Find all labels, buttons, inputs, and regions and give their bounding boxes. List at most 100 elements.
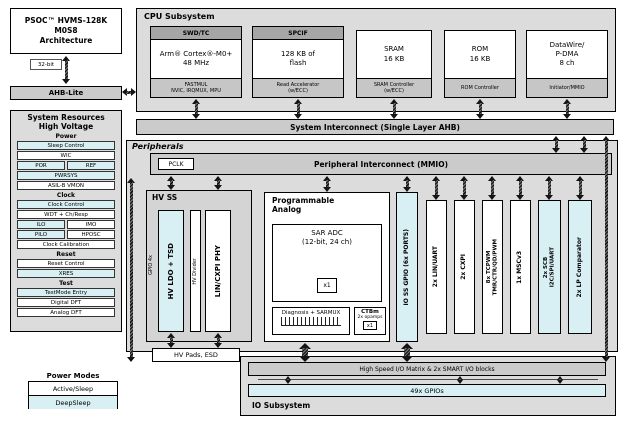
double-arrow-icon xyxy=(576,176,584,200)
ioss-gpio-column: IO SS GPIO (6x PORTS) xyxy=(396,192,418,342)
hv-divider-block: HV Divider xyxy=(190,210,201,332)
sram-label: SRAM 16 KB xyxy=(383,45,405,63)
cpu-block-dma: DataWire/ P-DMA 8 ch Initiator/MMIO xyxy=(526,30,608,98)
io-bus-line xyxy=(258,379,598,380)
double-arrow-icon xyxy=(557,376,563,384)
double-arrow-icon xyxy=(552,136,560,153)
chip-title: PSOC™ HVMS-128K M0S8 Architecture xyxy=(24,16,108,45)
resource-imo: IMO xyxy=(67,220,115,229)
flash-footer: Read Accelerator (w/ECC) xyxy=(253,78,343,97)
programmable-analog-title: Programmable Analog xyxy=(272,196,335,214)
double-arrow-icon xyxy=(390,99,398,119)
double-arrow-icon xyxy=(294,99,302,119)
spcif-header: SPCIF xyxy=(253,27,343,40)
ctbm-sub-label: 2x opamps xyxy=(357,315,383,320)
resource-wic: WIC xyxy=(17,151,115,160)
resource-hposc: HPOSC xyxy=(67,230,115,239)
rom-label: ROM 16 KB xyxy=(469,45,491,63)
bus-width-text: 32-bit xyxy=(37,61,55,68)
lp-comparator-label: 2x LP Comparator xyxy=(575,236,583,298)
cpu-block-rom: ROM 16 KB ROM Controller xyxy=(444,30,516,98)
double-arrow-icon xyxy=(403,176,411,192)
legend-title: Power Modes xyxy=(46,372,100,380)
double-arrow-icon xyxy=(192,99,200,119)
sar-adc-block: SAR ADC (12-bit, 24 ch) xyxy=(272,224,382,302)
gpios-label: 49x GPIOs xyxy=(410,386,444,395)
double-arrow-icon xyxy=(432,176,440,200)
resource-pilo: PILO xyxy=(17,230,65,239)
double-arrow-icon xyxy=(476,99,484,119)
io-subsystem-label: IO Subsystem xyxy=(252,401,311,410)
analog-io-arrow-icon xyxy=(299,343,311,362)
flash-label: 128 KB of flash xyxy=(281,49,315,67)
bus-width-arrow-icon xyxy=(62,56,70,84)
rom-footer: ROM Controller xyxy=(445,78,515,97)
power-modes-legend: Active/Sleep DeepSleep xyxy=(28,381,118,409)
ahb-lite-label: AHB-Lite xyxy=(48,89,84,97)
high-speed-io-matrix-label: High Speed I/O Matrix & 2x SMART I/O blo… xyxy=(359,365,495,373)
dma-label: DataWire/ P-DMA 8 ch xyxy=(549,40,585,68)
resource-testmode-entry: TestMode Entry xyxy=(17,288,115,297)
diagnosis-sarmux-block: Diagnosis + SARMUX xyxy=(272,307,350,335)
ctbm-count-box: x1 xyxy=(363,321,377,330)
test-section-label: Test xyxy=(59,280,73,287)
resource-ref: REF xyxy=(67,161,115,170)
resource-analog-dft: Analog DFT xyxy=(17,308,115,317)
sar-adc-label: SAR ADC (12-bit, 24 ch) xyxy=(302,229,352,247)
ctbm-block: CTBm 2x opamps x1 xyxy=(354,307,386,335)
double-arrow-icon xyxy=(167,176,175,190)
system-resources-title: System Resources High Voltage xyxy=(27,113,105,131)
double-arrow-icon xyxy=(516,176,524,200)
double-arrow-icon xyxy=(214,333,222,348)
resource-xres: XRES xyxy=(17,269,115,278)
sarmux-comb-icon xyxy=(281,317,341,326)
clock-section-label: Clock xyxy=(56,192,76,199)
hv-gpio-side-text: GPIO 4x xyxy=(148,254,155,276)
cortex-m0-label: Arm® Cortex®-M0+ 48 MHz xyxy=(159,49,233,67)
resource-por: POR xyxy=(17,161,65,170)
peripheral-interconnect-label: Peripheral Interconnect (MMIO) xyxy=(313,159,449,169)
chip-architecture-box: PSOC™ HVMS-128K M0S8 Architecture xyxy=(10,8,122,54)
ahb-cpu-arrow-icon xyxy=(122,88,136,96)
legend-deepsleep: DeepSleep xyxy=(29,396,117,409)
hv-ldo-tsd-label: HV LDO + TSD xyxy=(166,242,175,300)
mscv3-column: 1x MSCv3 xyxy=(510,200,531,334)
double-arrow-icon xyxy=(580,136,588,153)
power-section-label: Power xyxy=(55,133,77,140)
swd-tc-header: SWD/TC xyxy=(151,27,241,40)
double-arrow-icon xyxy=(457,376,463,384)
resource-clock-control: Clock Control xyxy=(17,200,115,209)
double-arrow-icon xyxy=(323,176,331,192)
sar-adc-count: x1 xyxy=(323,282,331,289)
cxpi-column: 2x CXPI xyxy=(454,200,475,334)
reset-section-label: Reset xyxy=(56,251,76,258)
scb-label: 2x SCB I2C/SPI/UART xyxy=(543,246,556,288)
sram-footer: SRAM Controller (w/ECC) xyxy=(357,78,431,97)
hv-pads-esd-box: HV Pads, ESD xyxy=(152,348,240,362)
double-arrow-icon xyxy=(563,99,571,119)
double-arrow-icon xyxy=(285,376,291,384)
peripheral-interconnect-bar: Peripheral Interconnect (MMIO) xyxy=(150,153,612,175)
lin-uart-label: 2x LIN/UART xyxy=(432,246,440,288)
diagnosis-sarmux-label: Diagnosis + SARMUX xyxy=(281,310,341,316)
resource-sleep-control: Sleep Control xyxy=(17,141,115,150)
sar-adc-count-box: x1 xyxy=(317,278,337,293)
cpu-subsystem-label: CPU Subsystem xyxy=(144,12,215,21)
peripherals-label: Peripherals xyxy=(132,142,184,151)
resource-wdt: WDT + Ch/Resp xyxy=(17,210,115,219)
dma-footer: Initiator/MMIO xyxy=(527,78,607,97)
ctbm-label: CTBm xyxy=(361,309,379,315)
cpu-block-flash: SPCIF 128 KB of flash Read Accelerator (… xyxy=(252,26,344,98)
cxpi-label: 2x CXPI xyxy=(460,254,468,280)
high-speed-io-matrix-bar: High Speed I/O Matrix & 2x SMART I/O blo… xyxy=(248,362,606,376)
system-resources-panel: System Resources High Voltage Power Slee… xyxy=(10,110,122,332)
cortex-footer: FASTMUL NVIC, IRQMUX, MPU xyxy=(151,78,241,97)
left-bus-arrow-icon xyxy=(127,178,135,362)
hv-pads-esd-label: HV Pads, ESD xyxy=(174,351,218,359)
resource-digital-dft: Digital DFT xyxy=(17,298,115,307)
hv-divider-label: HV Divider xyxy=(191,257,198,285)
system-interconnect-bar: System Interconnect (Single Layer AHB) xyxy=(136,119,614,135)
hvss-label: HV SS xyxy=(152,193,178,202)
hv-gpio-side-label: GPIO 4x xyxy=(147,230,157,300)
double-arrow-icon xyxy=(488,176,496,200)
